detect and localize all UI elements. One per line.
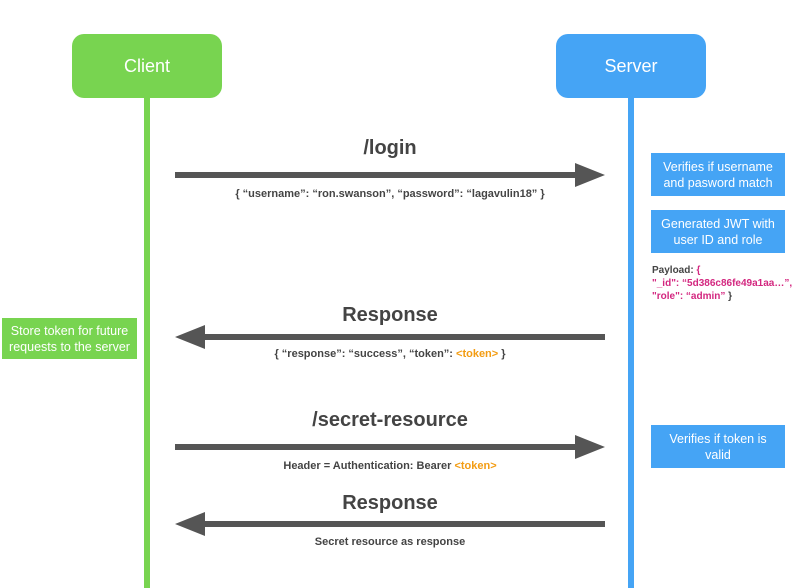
login-arrow <box>175 163 605 187</box>
login-response-label: Response <box>342 304 438 326</box>
arrow-head-right-icon <box>575 163 605 187</box>
secret-response-body: Secret resource as response <box>314 536 466 548</box>
verify-credentials-note: Verifies if username and pasword match <box>651 153 785 196</box>
store-token-note: Store token for future requests to the s… <box>2 318 137 359</box>
server-actor: Server <box>556 34 706 98</box>
login-message-label: /login <box>363 137 417 159</box>
payload-label: Payload: <box>652 265 694 276</box>
secret-resource-header: Header = Authentication: Bearer <token> <box>175 460 605 472</box>
secret-response-label: Response <box>342 492 438 514</box>
token-placeholder: <token> <box>454 460 497 472</box>
server-lifeline <box>628 96 634 588</box>
secret-response-arrow <box>175 512 605 536</box>
client-actor: Client <box>72 34 222 98</box>
payload-close-brace: } <box>728 291 733 302</box>
login-response-arrow <box>175 325 605 349</box>
arrow-head-right-icon <box>575 435 605 459</box>
payload-role: "role": “admin” <box>652 291 726 302</box>
auth-header-text: Header = Authentication: Bearer <box>283 460 455 472</box>
generate-jwt-note: Generated JWT with user ID and role <box>651 210 785 253</box>
secret-resource-label: /secret-resource <box>312 409 468 431</box>
verify-token-note: Verifies if token is valid <box>651 425 785 468</box>
token-placeholder: <token> <box>456 348 499 360</box>
client-lifeline <box>144 96 150 588</box>
arrow-head-left-icon <box>175 325 205 349</box>
secret-resource-arrow <box>175 435 605 459</box>
payload-id: "_id": “5d386c86fe49a1aa…”, <box>652 278 793 289</box>
payload-open-brace: { <box>696 265 701 276</box>
response-body-text: { “response”: “success”, “token”: <box>274 348 457 360</box>
jwt-payload: Payload: { "_id": “5d386c86fe49a1aa…”, "… <box>652 264 800 303</box>
login-response-body: { “response”: “success”, “token”: <token… <box>175 348 605 360</box>
login-request-body: { “username”: “ron.swanson”, “password”:… <box>235 188 545 200</box>
arrow-head-left-icon <box>175 512 205 536</box>
response-body-close: } <box>498 348 506 360</box>
